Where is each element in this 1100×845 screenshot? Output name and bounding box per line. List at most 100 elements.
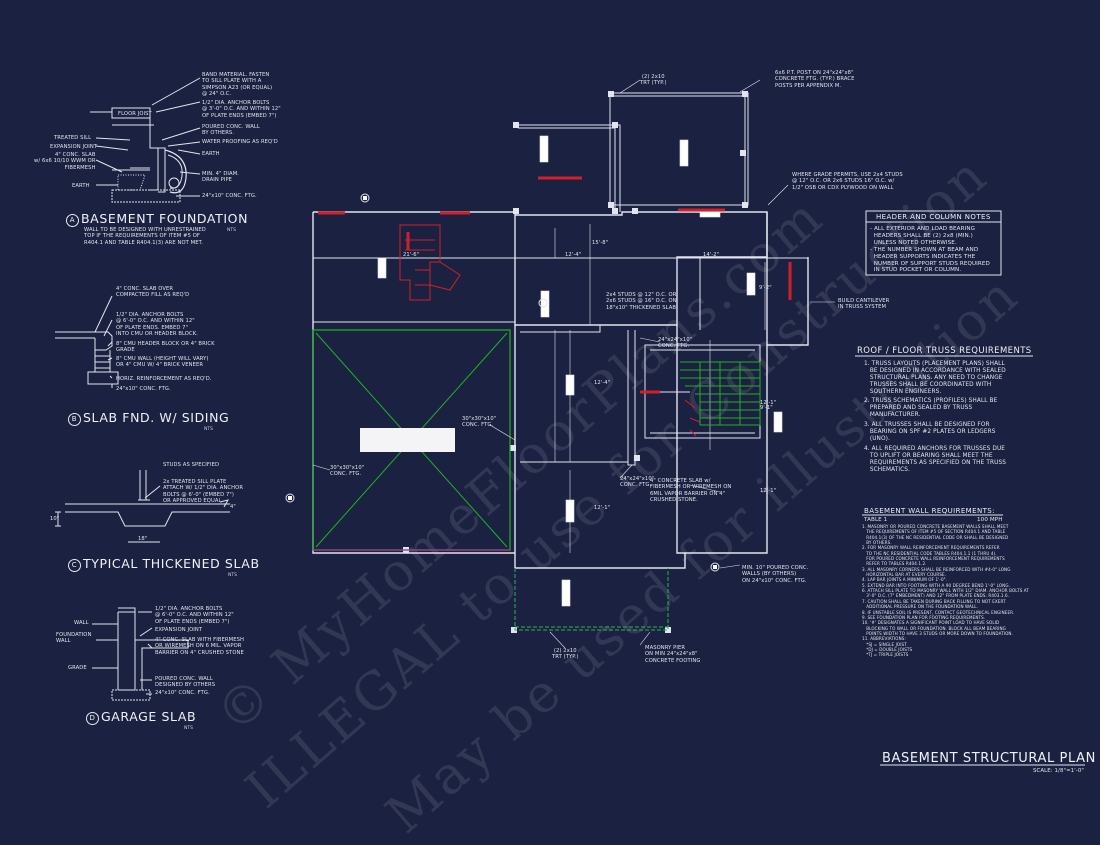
plan-note-cantilever: BUILD CANTILEVER IN TRUSS SYSTEM	[838, 298, 890, 311]
truss-item-2: 2. TRUSS SCHEMATICS (PROFILES) SHALL BE …	[864, 398, 998, 418]
plan-note-grade: WHERE GRADE PERMITS, USE 2x4 STUDS @ 12"…	[792, 172, 903, 191]
detail-a-label-slab: 4" CONC. SLAB w/ 6x6 10/10 WWM OR FIBERM…	[34, 152, 96, 171]
detail-b-title-text: SLAB FND. W/ SIDING	[83, 410, 230, 425]
plan-note-ftg-24b: 24"x24"x10" CONC. FTG.	[620, 476, 655, 489]
detail-d-title-text: GARAGE SLAB	[101, 709, 197, 724]
plan-dim-12-4v: 12'-4"	[594, 380, 611, 386]
detail-b-callout-horiz: HORIZ. REINFORCEMENT AS REQ'D.	[116, 376, 212, 382]
detail-c-dim-width: 18"	[138, 536, 148, 542]
detail-a-label-expansion: EXPANSION JOINT	[50, 144, 98, 150]
plan-lower-deck	[514, 568, 669, 631]
detail-a-callout-wall: POURED CONC. WALL BY OTHERS.	[202, 124, 260, 137]
detail-b-callout-ftg: 24"x10" CONC. FTG.	[116, 386, 171, 392]
plan-note-2x10-top: (2) 2x10 TRT (TYP.)	[640, 74, 667, 87]
detail-d-callout-expansion: EXPANSION JOINT	[155, 627, 203, 633]
detail-a-label-floor-joist: FLOOR JOIST	[118, 111, 152, 117]
plan-dim-9-1: 9'-1"	[760, 405, 773, 411]
detail-a-section	[90, 77, 201, 203]
header-notes-box	[865, 210, 1002, 276]
detail-c-letter: C	[68, 559, 81, 572]
detail-c-title-text: TYPICAL THICKENED SLAB	[83, 556, 260, 571]
plan-dim-9-2: 9'-2"	[759, 285, 772, 291]
detail-b-callout-slab: 4" CONC. SLAB OVER COMPACTED FILL AS REQ…	[116, 286, 190, 299]
plan-title: BASEMENT STRUCTURAL PLAN	[882, 751, 1096, 766]
detail-c-nts: NTS	[228, 573, 237, 578]
detail-d-label-grade: GRADE	[68, 665, 87, 671]
detail-a-label-earth: EARTH	[72, 183, 90, 189]
detail-d-callout-slab: 4" CONC. SLAB WITH FIBERMESH OR WIREMESH…	[155, 637, 244, 656]
detail-c-section	[55, 470, 230, 543]
plan-dim-12-1b: 12'-1"	[760, 400, 777, 406]
plan-markers	[285, 193, 720, 572]
detail-c-callout-sill: 2x TREATED SILL PLATE ATTACH W/ 1/2" DIA…	[163, 479, 244, 505]
plan-note-ftg-30a: 30"x30"x10" CONC. FTG.	[462, 416, 497, 429]
plan-dim-21-6: 21'-6"	[403, 252, 420, 258]
detail-d-label-foundation: FOUNDATION WALL	[56, 632, 92, 645]
detail-a-callout-water: WATER PROOFING AS REQ'D	[202, 139, 278, 145]
plan-note-ftg-24: 24"x24"x10" CONC. FTG.	[658, 337, 693, 350]
plan-red-headers	[318, 176, 792, 394]
plan-dim-12-4: 12'-4"	[565, 252, 582, 258]
detail-b-letter: B	[68, 413, 81, 426]
plan-scale: SCALE: 1/8"=1'-0"	[1033, 768, 1084, 774]
detail-d-callout-wall: POURED CONC. WALL DESIGNED BY OTHERS	[155, 676, 216, 689]
plan-outline	[312, 211, 809, 569]
plan-note-wall: MIN. 10" POURED CONC. WALLS (BY OTHERS) …	[742, 565, 809, 584]
truss-item-1: 1. TRUSS LAYOUTS (PLACEMENT PLANS) SHALL…	[864, 361, 1006, 395]
plan-red-stair	[399, 224, 701, 437]
drawing-linework	[55, 77, 1085, 766]
plan-note-2x10-bottom: (2) 2x10 TRT (TYP.)	[552, 648, 579, 661]
detail-b-callout-bolts: 1/2" DIA. ANCHOR BOLTS @ 6'-0" O.C. AND …	[116, 312, 198, 338]
basement-wall-mph: 100 MPH	[977, 517, 1003, 523]
plan-deck	[515, 92, 749, 212]
detail-d-section	[92, 607, 189, 701]
truss-item-3: 3. ALL TRUSSES SHALL BE DESIGNED FOR BEA…	[864, 422, 996, 442]
basement-wall-title: BASEMENT WALL REQUIREMENTS:	[864, 507, 995, 515]
detail-a-label-treated-sill: TREATED SILL	[54, 135, 92, 141]
truss-title: ROOF / FLOOR TRUSS REQUIREMENTS	[857, 346, 1032, 356]
detail-a-callout-ftg: 24"x10" CONC. FTG.	[202, 193, 257, 199]
detail-a-title-text: BASEMENT FOUNDATION	[81, 211, 249, 226]
detail-b-section	[55, 295, 119, 388]
plan-dim-14-2: 14'-2"	[703, 252, 720, 258]
detail-c-dim-depth: 10"	[50, 516, 60, 522]
plan-note-slab: 4" CONCRETE SLAB w/ FIBERMESH OR WIREMES…	[650, 478, 732, 504]
detail-d-nts: NTS	[184, 726, 193, 731]
plan-dimension-lines	[313, 224, 766, 553]
plan-leaders	[312, 79, 835, 649]
detail-d-label-wall: WALL	[74, 620, 89, 626]
detail-c-callout-studs: STUDS AS SPECIFIED	[163, 462, 220, 468]
detail-a-letter: A	[66, 214, 79, 227]
basement-wall-table-label: TABLE 1	[864, 517, 888, 523]
detail-a-callout-drain: MIN. 4" DIAM. DRAIN PIPE	[202, 171, 240, 184]
plan-beam-marks	[377, 135, 783, 607]
detail-a-note: WALL TO BE DESIGNED WITH UNRESTRAINED TO…	[84, 227, 206, 246]
detail-a-callout-band: BAND MATERIAL. FASTEN TO SILL PLATE WITH…	[202, 72, 273, 98]
detail-d-callout-bolts: 1/2" DIA. ANCHOR BOLTS @ 6'-0" O.C. AND …	[155, 606, 234, 625]
detail-a-callout-earth: EARTH	[202, 151, 220, 157]
plan-note-post: 6x6 P.T. POST ON 24"x24"x8" CONCRETE FTG…	[775, 70, 855, 89]
plan-dim-15-8: 15'-8"	[592, 240, 609, 246]
plan-dim-12-1c: 12'-1"	[760, 488, 777, 494]
basement-wall-text: 1. MASONRY OR POURED CONCRETE BASEMENT W…	[862, 524, 1029, 658]
detail-b-callout-cmu: 8" CMU WALL (HEIGHT WILL VARY) OR 4" CMU…	[116, 356, 209, 369]
header-notes-text: - ALL EXTERIOR AND LOAD BEARING HEADERS …	[870, 226, 990, 274]
detail-a-nts: NTS	[227, 228, 236, 233]
plan-dim-12-1: 12'-1"	[594, 505, 611, 511]
detail-a-callout-bolts: 1/2" DIA. ANCHOR BOLTS @ 3'-0" O.C. AND …	[202, 100, 281, 119]
plan-note-pier: MASONRY PIER ON MIN 24"x24"x8" CONCRETE …	[645, 645, 701, 664]
detail-c-dim-slab: 4"	[230, 504, 236, 510]
detail-b-callout-header: 8" CMU HEADER BLOCK OR 4" BRICK GRADE	[116, 341, 215, 354]
plan-white-beam	[360, 428, 455, 452]
detail-d-callout-ftg: 24"x10" CONC. FTG.	[155, 690, 210, 696]
detail-b-nts: NTS	[204, 427, 213, 432]
plan-green-stair	[680, 361, 761, 426]
detail-d-letter: D	[86, 712, 99, 725]
header-notes-title: HEADER AND COLUMN NOTES	[876, 213, 991, 221]
plan-note-studs: 2x4 STUDS @ 12" O.C. OR 2x6 STUDS @ 16" …	[606, 292, 677, 311]
plan-note-ftg-30b: 30"x30"x10" CONC. FTG.	[330, 465, 365, 478]
